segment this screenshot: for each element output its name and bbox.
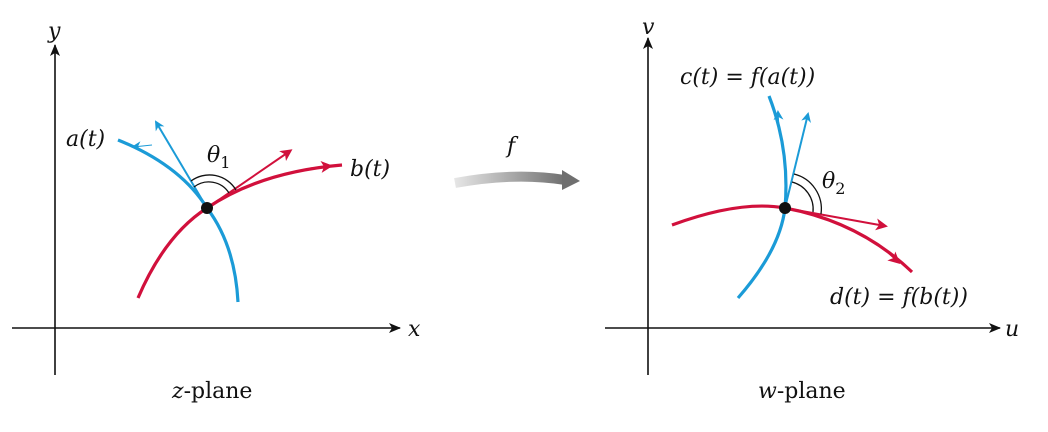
- curve-d-label: d(t) = f(b(t)): [830, 285, 968, 310]
- curve-b-label: b(t): [350, 157, 390, 182]
- w-plane: v u θ2 c(t) = f(a(t)) d(t) = f(b(t)) w-p…: [605, 15, 1019, 404]
- angle-theta2-label: θ2: [822, 169, 845, 198]
- tangent-c: [784, 112, 811, 209]
- v-axis-label: v: [642, 15, 655, 40]
- w-plane-caption: w-plane: [758, 379, 846, 404]
- curve-c-label: c(t) = f(a(t)): [680, 65, 815, 90]
- mapping-f: f: [454, 134, 580, 190]
- curve-d-arrowhead: [887, 251, 901, 265]
- z-plane-caption: z-plane: [171, 379, 252, 404]
- mapping-label: f: [505, 134, 519, 159]
- curve-a-arrowhead: [131, 141, 153, 152]
- angle-theta1-label: θ1: [207, 143, 230, 172]
- y-axis-label: y: [47, 19, 61, 44]
- tangent-d: [784, 207, 888, 231]
- angle-arc-inner: [193, 181, 230, 194]
- u-axis-label: u: [1005, 317, 1019, 342]
- curve-c-arrowhead: [773, 110, 784, 129]
- z-plane: y x θ1 a(t) b(t) z-plane: [12, 19, 421, 404]
- angle-arc-outer: [190, 174, 237, 191]
- angle-arc-outer: [793, 173, 823, 215]
- mapping-arrowhead-icon: [562, 170, 580, 190]
- tangent-b: [206, 149, 293, 209]
- x-axis-label: x: [408, 317, 421, 342]
- angle-arc-inner: [791, 181, 814, 213]
- intersection-point: [779, 202, 791, 214]
- curve-d: [671, 204, 914, 274]
- intersection-point: [201, 202, 213, 214]
- curve-b-arrowhead: [309, 160, 333, 173]
- mapping-arrow: [454, 171, 566, 188]
- curve-a-label: a(t): [66, 127, 105, 152]
- tangent-a: [154, 120, 208, 209]
